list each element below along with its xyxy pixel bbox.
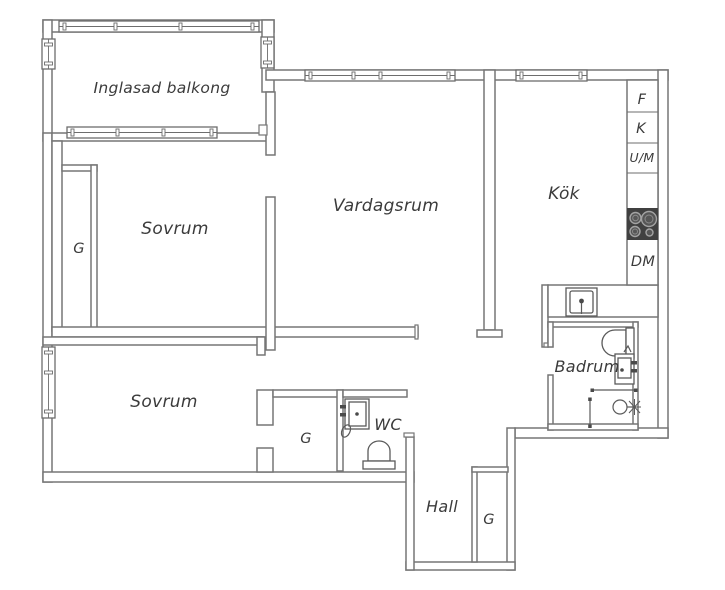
appliance-label-dishwasher: DM (631, 254, 655, 270)
wc-sink-fixture (340, 398, 370, 438)
wall-hall-left (405, 436, 415, 571)
wall-right-main (657, 69, 669, 439)
closet-label-1: G (73, 241, 85, 257)
appliance-label-freezer: K (636, 121, 647, 137)
window-balcony-bottom (66, 126, 218, 139)
wall-hall-bottom (405, 561, 516, 571)
room-label-inglasad-balkong: Inglasad balkong (94, 79, 231, 97)
wall-hall-right (506, 427, 516, 571)
shower-head-icon (628, 399, 641, 415)
room-label-sovrum-2: Sovrum (130, 392, 197, 412)
labels: Inglasad balkong Sovrum G Vardagsrum Kök… (73, 79, 655, 528)
kitchen-sink-fixture (565, 287, 598, 317)
room-label-hall: Hall (426, 497, 458, 516)
bathroom-sink-fixture (614, 344, 637, 385)
bathroom-fixtures (588, 327, 641, 428)
wall-left-main (42, 132, 53, 483)
room-label-vardagsrum: Vardagsrum (333, 196, 439, 216)
wall-badrum-bottom (547, 423, 639, 431)
window-vardagsrum (304, 69, 456, 82)
room-label-kok: Kök (548, 184, 581, 204)
window-balcony-left (41, 38, 56, 70)
wall-kok-foot (476, 329, 503, 338)
burner (640, 210, 658, 228)
wall-hall-closet-left (471, 466, 478, 563)
burner (629, 211, 642, 225)
wall-sovrum2-closet-upper (256, 389, 274, 426)
wall-sovrum1-left (51, 140, 63, 332)
closet-label-2: G (300, 431, 312, 447)
wall-balcony-left (42, 19, 53, 142)
wall-kitchen-stub (541, 284, 549, 348)
kitchen-appliance-column (626, 79, 659, 286)
wall-vardagsrum-notch (258, 124, 268, 136)
wall-sovrum2-closet-lower (256, 447, 274, 473)
room-label-wc: WC (374, 415, 402, 434)
wall-wc-door-jamb (403, 432, 415, 438)
room-label-sovrum-1: Sovrum (141, 219, 208, 239)
wall-mid (51, 326, 419, 338)
windows (41, 20, 588, 419)
kitchen-fixtures (565, 208, 658, 317)
kitchen-counter (547, 284, 659, 318)
wall-sovrum2-top (42, 336, 264, 346)
wall-hall-closet-top (471, 466, 509, 473)
wall-closet1-right (90, 164, 98, 332)
wall-closet2-top (272, 389, 344, 398)
wall-badrum-left-upper (547, 321, 554, 348)
wall-badrum-top (547, 321, 639, 328)
wall-sovrum2-right-stub (256, 336, 266, 356)
room-label-badrum: Badrum (554, 357, 619, 376)
wall-closet2-right (336, 389, 344, 472)
window-balcony-right (260, 36, 275, 69)
wall-badrum-left-lower (547, 374, 554, 431)
wc-toilet-fixture (362, 440, 396, 470)
wall-vardagsrum-left-upper (265, 91, 276, 156)
wall-sovrum1-right (265, 196, 276, 351)
appliance-label-oven-microwave: U/M (629, 150, 654, 165)
burner (629, 225, 641, 238)
window-sovrum2 (41, 346, 56, 419)
appliance-label-fridge: F (638, 92, 647, 108)
burner (645, 228, 654, 237)
wall-wc-top (342, 389, 408, 398)
wall-kok-vardagsrum (483, 69, 496, 331)
wall-mid-end-flare (414, 324, 419, 340)
window-kok (515, 69, 588, 82)
wc-fixtures (340, 398, 396, 470)
window-balcony-top (58, 20, 260, 33)
wall-bottom-main (42, 471, 415, 483)
shower-fixture (588, 388, 641, 428)
closet-label-3: G (483, 512, 495, 528)
